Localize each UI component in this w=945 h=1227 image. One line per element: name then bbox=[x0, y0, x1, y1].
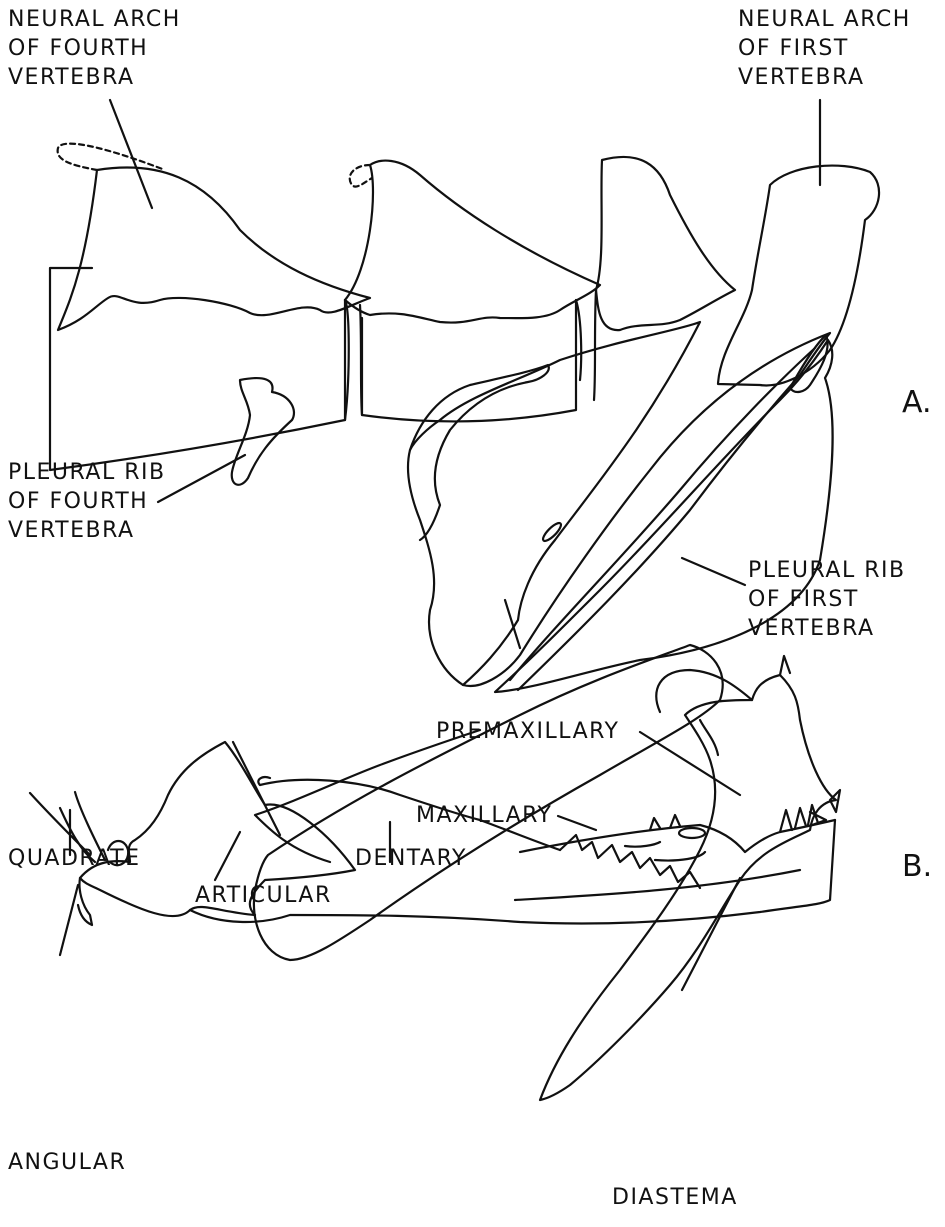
premaxillary-small-notch bbox=[700, 720, 718, 755]
label-quadrate: QUADRATE bbox=[8, 844, 140, 873]
rib-small-line bbox=[505, 600, 520, 648]
centrum-third bbox=[362, 300, 576, 421]
label-dentary: DENTARY bbox=[355, 844, 467, 873]
label-pleural-rib-fourth: PLEURAL RIB OF FOURTH VERTEBRA bbox=[8, 458, 166, 545]
label-maxillary: MAXILLARY bbox=[416, 801, 552, 830]
premaxillary-teeth bbox=[780, 656, 840, 825]
leader-maxillary bbox=[558, 816, 596, 830]
leader-angular bbox=[60, 885, 78, 955]
dentary-pits bbox=[625, 842, 705, 861]
rib-inner-curve bbox=[410, 365, 549, 540]
neural-spine-dashed-third bbox=[350, 165, 372, 187]
leader-pleural-rib-first bbox=[682, 558, 745, 585]
label-neural-arch-fourth: NEURAL ARCH OF FOURTH VERTEBRA bbox=[8, 5, 181, 92]
panel-b-label: B. bbox=[902, 852, 932, 881]
dentary-pit-oval bbox=[679, 828, 705, 838]
label-premaxillary: PREMAXILLARY bbox=[436, 717, 619, 746]
label-neural-arch-first: NEURAL ARCH OF FIRST VERTEBRA bbox=[738, 5, 911, 92]
label-articular: ARTICULAR bbox=[195, 881, 332, 910]
label-angular: ANGULAR bbox=[8, 1148, 126, 1177]
jaw-inner-line bbox=[515, 870, 800, 900]
neural-arch-fourth-shape bbox=[58, 168, 370, 331]
neural-arch-third-shape bbox=[345, 161, 600, 323]
maxillary-lower-tooth-edge bbox=[560, 835, 700, 888]
neural-arch-first-shape bbox=[718, 166, 879, 386]
leader-diastema bbox=[682, 878, 740, 990]
label-pleural-rib-first: PLEURAL RIB OF FIRST VERTEBRA bbox=[748, 556, 906, 643]
neural-spine-dashed-fourth bbox=[58, 144, 165, 170]
premaxillary-head bbox=[656, 670, 752, 712]
leader-premaxillary bbox=[640, 732, 740, 795]
panel-a-label: A. bbox=[902, 388, 932, 417]
neural-arch-second-shape bbox=[596, 157, 735, 330]
centrum-divider bbox=[345, 300, 362, 420]
dentary-toothrow bbox=[520, 820, 835, 852]
leader-articular bbox=[215, 832, 240, 880]
label-diastema: DIASTEMA bbox=[612, 1183, 738, 1212]
centrum-divider-2 bbox=[576, 290, 596, 400]
articular-crest bbox=[233, 742, 280, 835]
